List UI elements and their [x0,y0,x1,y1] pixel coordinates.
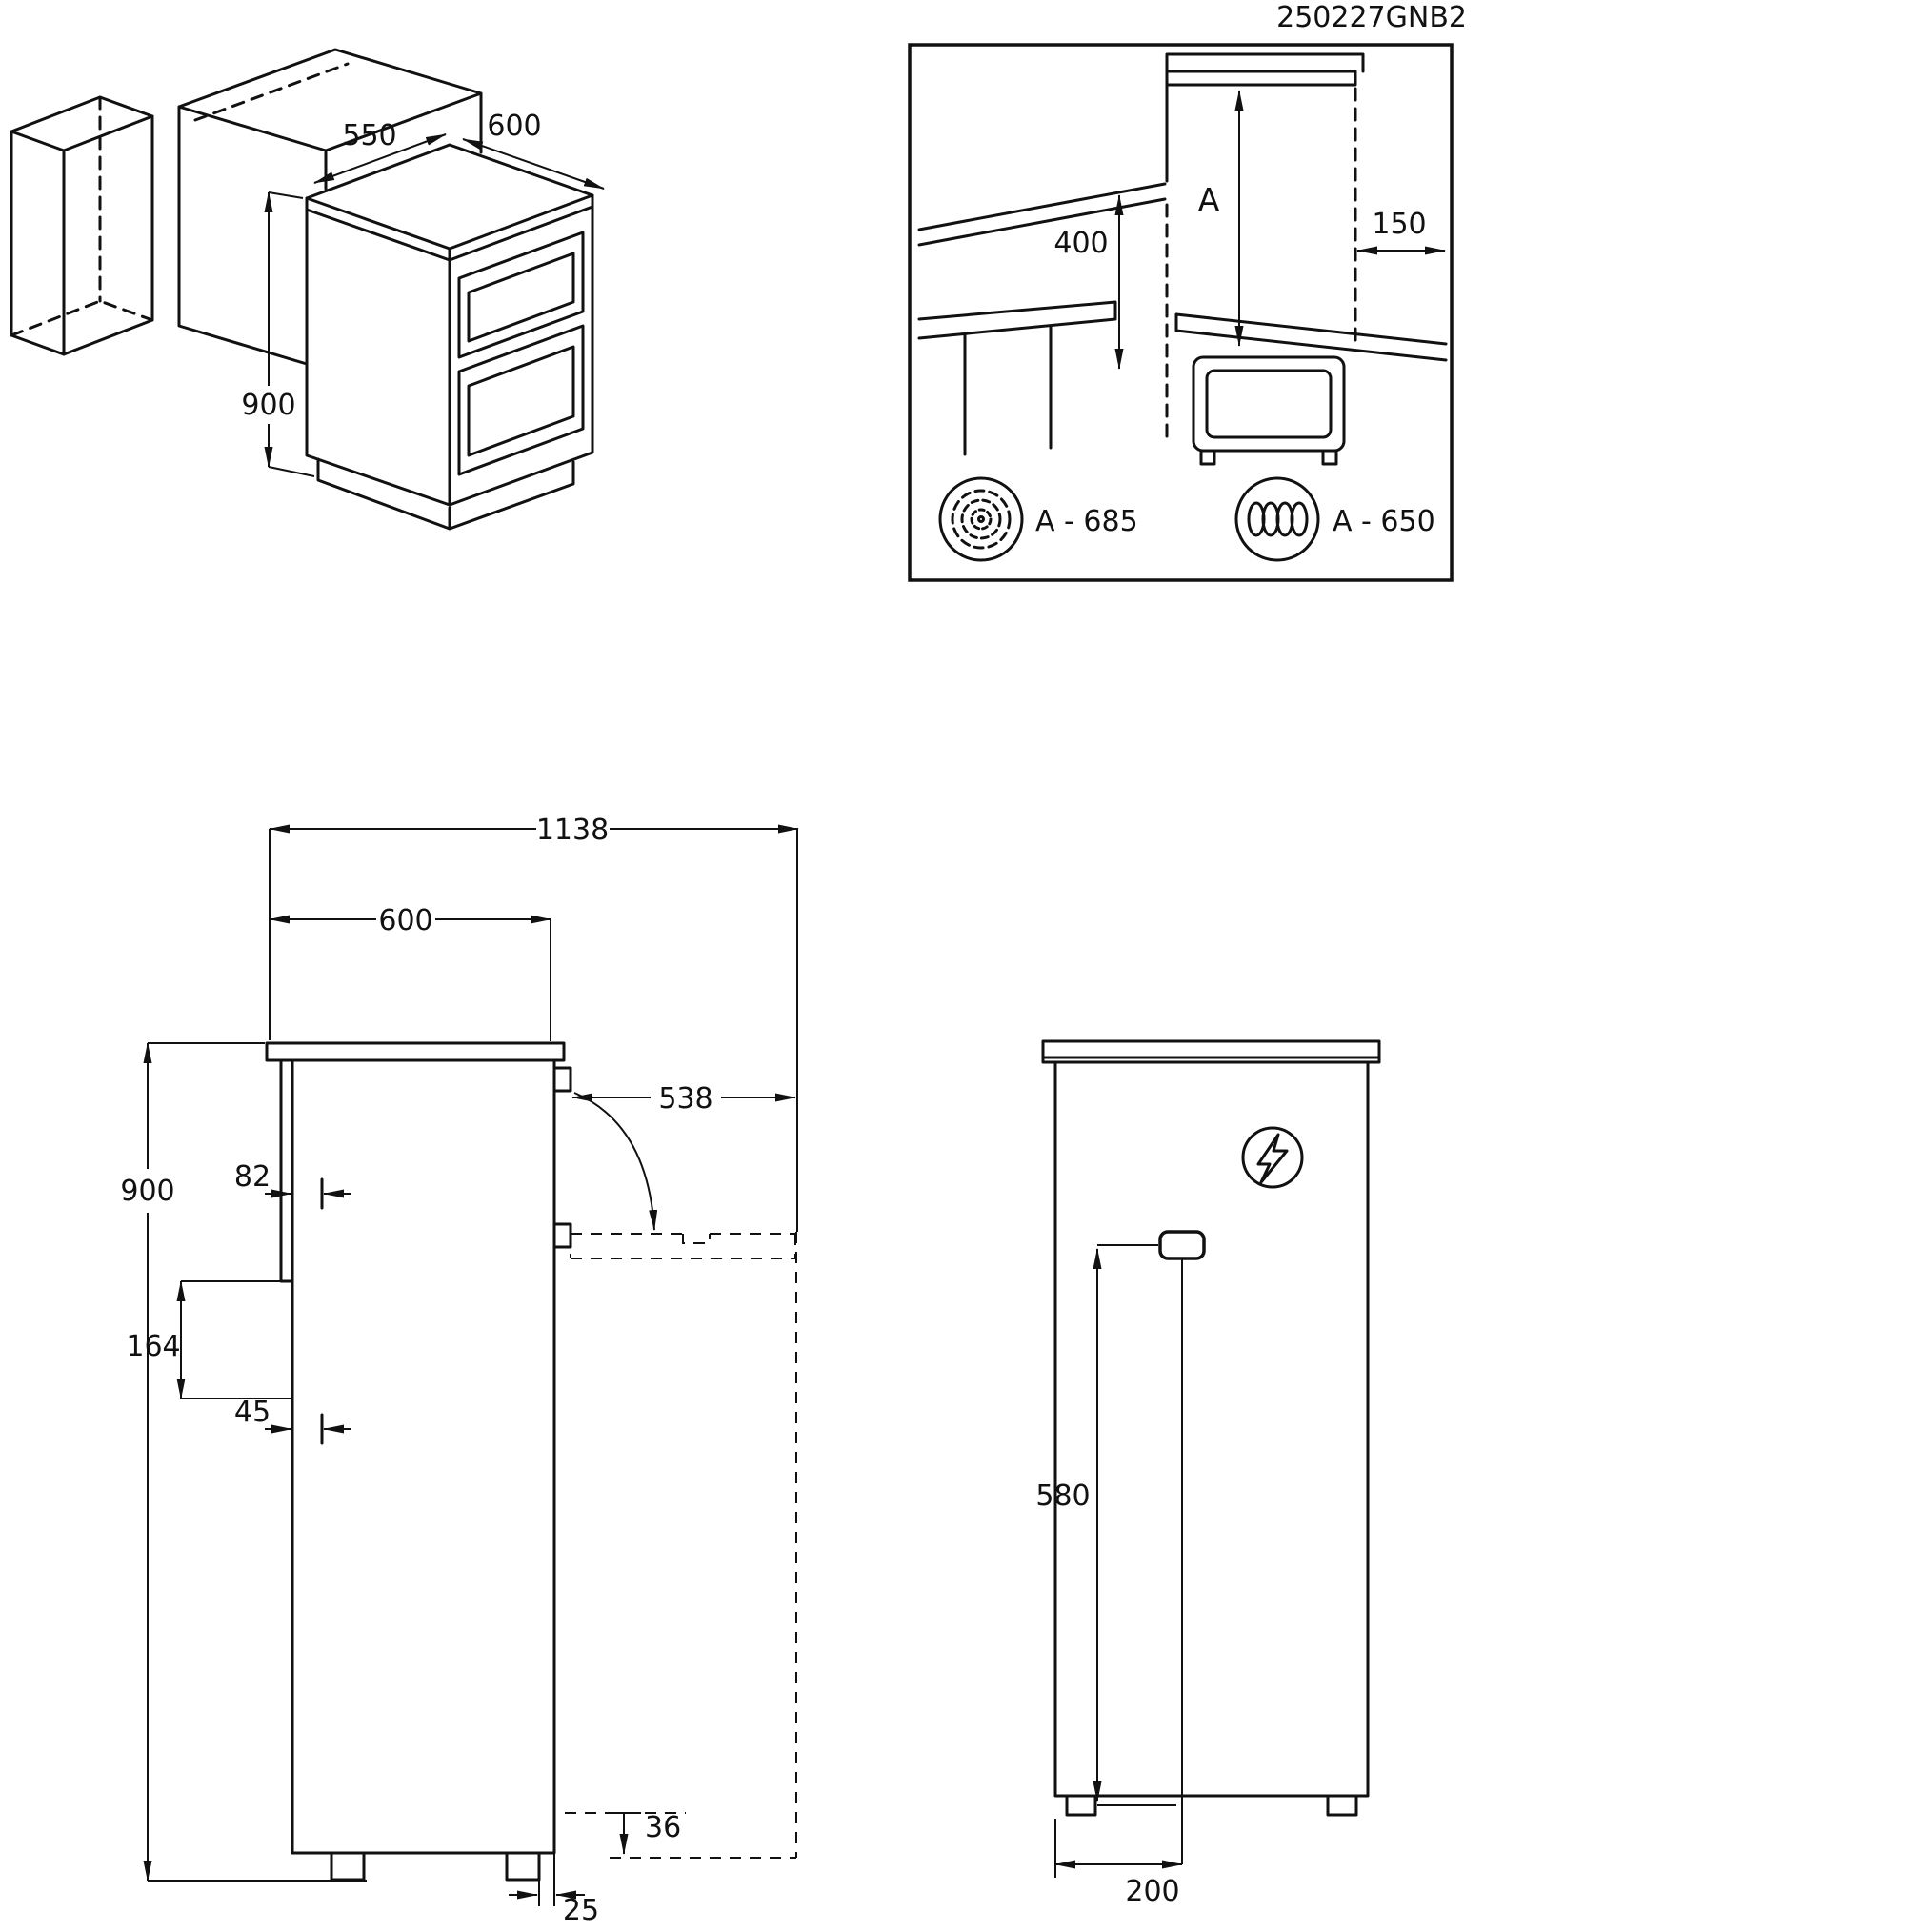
dim-side-depth: 600 [378,904,432,937]
dim-iso-width: 600 [487,110,541,143]
door-hinge-bottom [552,1222,572,1249]
rear-dimensions [1054,1244,1183,1878]
dim-rear-gap: 82 [234,1160,271,1194]
dim-side-clearance: 150 [1372,208,1426,241]
value-hood-clearance: A - 685 [1035,505,1138,538]
left-countertop [917,203,1169,456]
iso-view: 550 600 900 [10,48,605,531]
document-code: 250227GNB2 [1276,1,1467,34]
iso-dimensions [264,133,605,477]
foot-front [505,1851,541,1882]
hood-icon [938,476,1024,562]
iso-upper-drawer [457,231,585,359]
induction-coil-icon [1234,476,1320,562]
dim-iso-depth: 550 [342,119,396,152]
wall-edge [917,182,1167,247]
dim-hood-height: 400 [1053,227,1108,260]
appliance-stand [1192,355,1346,466]
rear-foot-left [1065,1794,1097,1817]
dim-door-depth: 538 [658,1082,712,1116]
iso-oven-door [457,324,585,476]
dim-foot-offset: 25 [563,1894,599,1927]
door-swing [565,1092,797,1859]
iso-cooker [305,143,594,531]
foot-rear [330,1851,366,1882]
lightning-bolt-icon [1256,1133,1289,1184]
mains-terminal-box [1158,1230,1206,1260]
door-hinge-top [552,1066,572,1093]
open-door-outline [570,1233,796,1259]
clearance-frame [908,43,1454,582]
dim-side-height: 900 [120,1175,174,1208]
value-induction-clearance: A - 650 [1333,505,1435,538]
iso-left-cabinet [10,95,154,356]
electrical-connection-icon [1241,1126,1304,1189]
dim-plinth-height: 164 [126,1330,180,1363]
side-dimensions [143,824,799,1906]
wall-cabinet [1165,52,1365,342]
dim-cable-height: 580 [1035,1479,1090,1513]
side-cooker-body [265,1041,572,1882]
side-view: 1138 600 538 900 82 164 45 36 25 [120,814,799,1927]
dim-total-depth-door-open: 1138 [536,814,609,847]
dim-bottom-clearance: 36 [645,1811,681,1844]
right-countertop [1174,312,1448,362]
dim-iso-height: 900 [241,389,295,422]
rear-view: 580 200 [1035,1039,1381,1908]
rear-cooker-body [1041,1039,1381,1817]
label-clearance-a: A [1198,181,1220,218]
rear-foot-right [1326,1794,1358,1817]
clearance-view: A 400 150 A - 685 A - 650 [908,43,1454,582]
clearance-dimensions [1114,90,1446,370]
dim-cable-offset: 200 [1125,1875,1179,1908]
dim-rear-offset: 45 [234,1396,271,1429]
